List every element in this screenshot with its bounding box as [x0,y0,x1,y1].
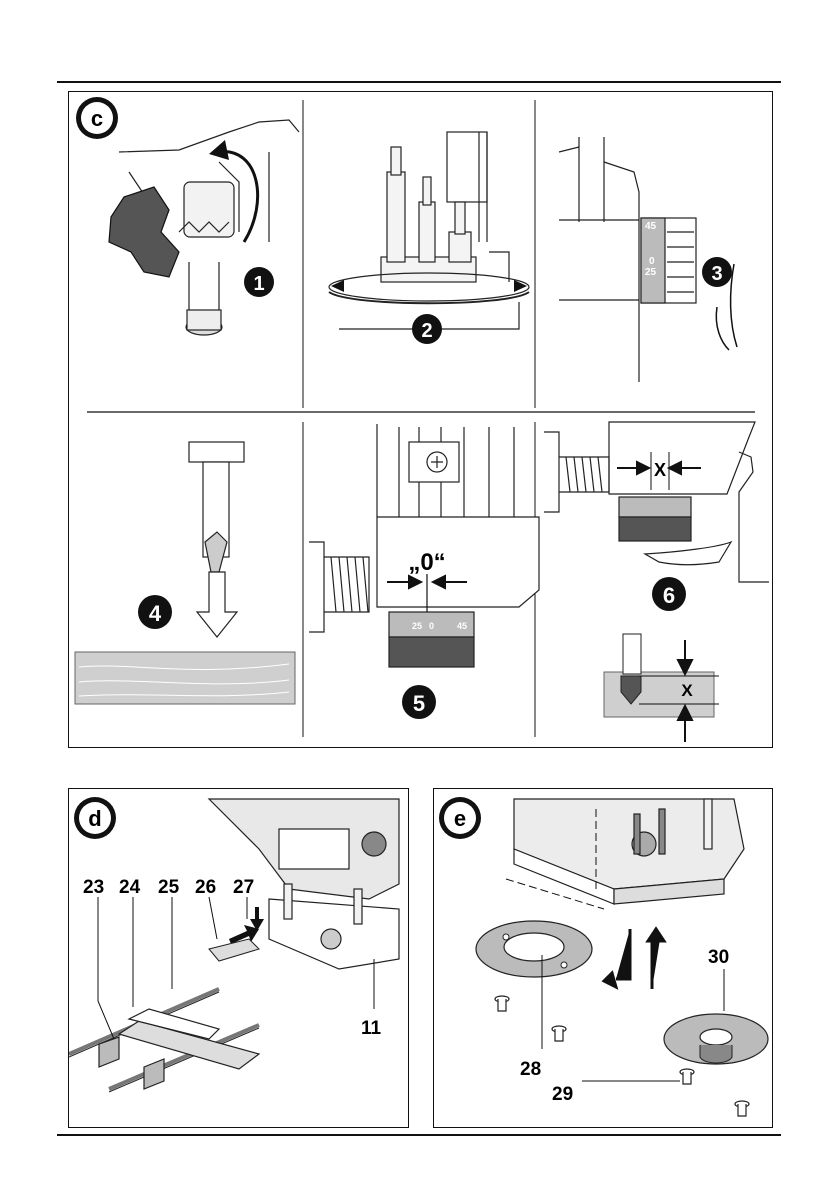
svg-text:30: 30 [708,947,729,968]
svg-text:3: 3 [711,263,722,285]
figure-d-letter: d [88,806,101,831]
svg-text:5: 5 [413,691,425,716]
x-label-top: X [654,460,666,480]
cell-3-scale [559,137,696,382]
cell-6-depth [544,422,769,582]
svg-text:23: 23 [83,877,104,898]
zero-label: „0“ [408,549,445,576]
svg-text:6: 6 [663,583,675,608]
svg-text:25: 25 [158,877,180,898]
figure-e-letter: e [454,806,466,831]
cell-6-inset [604,634,719,742]
figure-d-drawing: d 23 24 25 26 27 11 [69,789,408,1127]
svg-text:25: 25 [412,621,422,631]
svg-text:2: 2 [421,320,432,342]
svg-text:45: 45 [457,621,467,631]
scale-arrow-icon [731,264,737,347]
figure-e-badge: e [439,797,481,839]
cell-2-turret [329,132,529,329]
figure-c-panel: c 1 2 [68,91,773,748]
step-3-badge: 3 [702,257,732,287]
step-6-badge: 6 [652,577,686,611]
cell-4-bit [189,442,244,637]
svg-text:24: 24 [119,877,141,898]
svg-text:26: 26 [195,877,216,898]
svg-text:0: 0 [429,621,434,631]
figure-c-drawing: c 1 2 [69,92,772,747]
figure-c-badge: c [76,97,118,139]
svg-text:25: 25 [645,267,657,278]
figure-d-panel: d 23 24 25 26 27 11 [68,788,409,1128]
bottom-rule [57,1134,781,1136]
svg-text:1: 1 [253,273,264,295]
svg-text:11: 11 [361,1018,382,1039]
figure-e-drawing: e 30 28 29 [434,789,772,1127]
parallel-guide [69,989,259,1092]
figure-e-panel: e 30 28 29 [433,788,773,1128]
svg-text:45: 45 [645,221,657,232]
cell-5-zero [309,424,539,667]
step-1-badge: 1 [244,267,274,297]
ring-28 [476,921,592,977]
svg-text:28: 28 [520,1059,541,1080]
star-knob-icon [109,187,179,277]
figure-c-letter: c [91,106,103,131]
step-4-badge: 4 [138,595,172,629]
workpiece-board [75,652,295,704]
x-label-inset: X [681,681,693,700]
svg-text:27: 27 [233,877,254,898]
svg-text:4: 4 [149,601,162,626]
plate-30 [664,1014,768,1064]
svg-text:0: 0 [649,256,655,267]
step-2-badge: 2 [412,314,442,344]
exchange-arrows-icon [604,929,664,989]
top-rule [57,81,781,83]
svg-text:29: 29 [552,1084,573,1105]
router-base [514,799,744,904]
step-5-badge: 5 [402,685,436,719]
figure-d-badge: d [74,797,116,839]
